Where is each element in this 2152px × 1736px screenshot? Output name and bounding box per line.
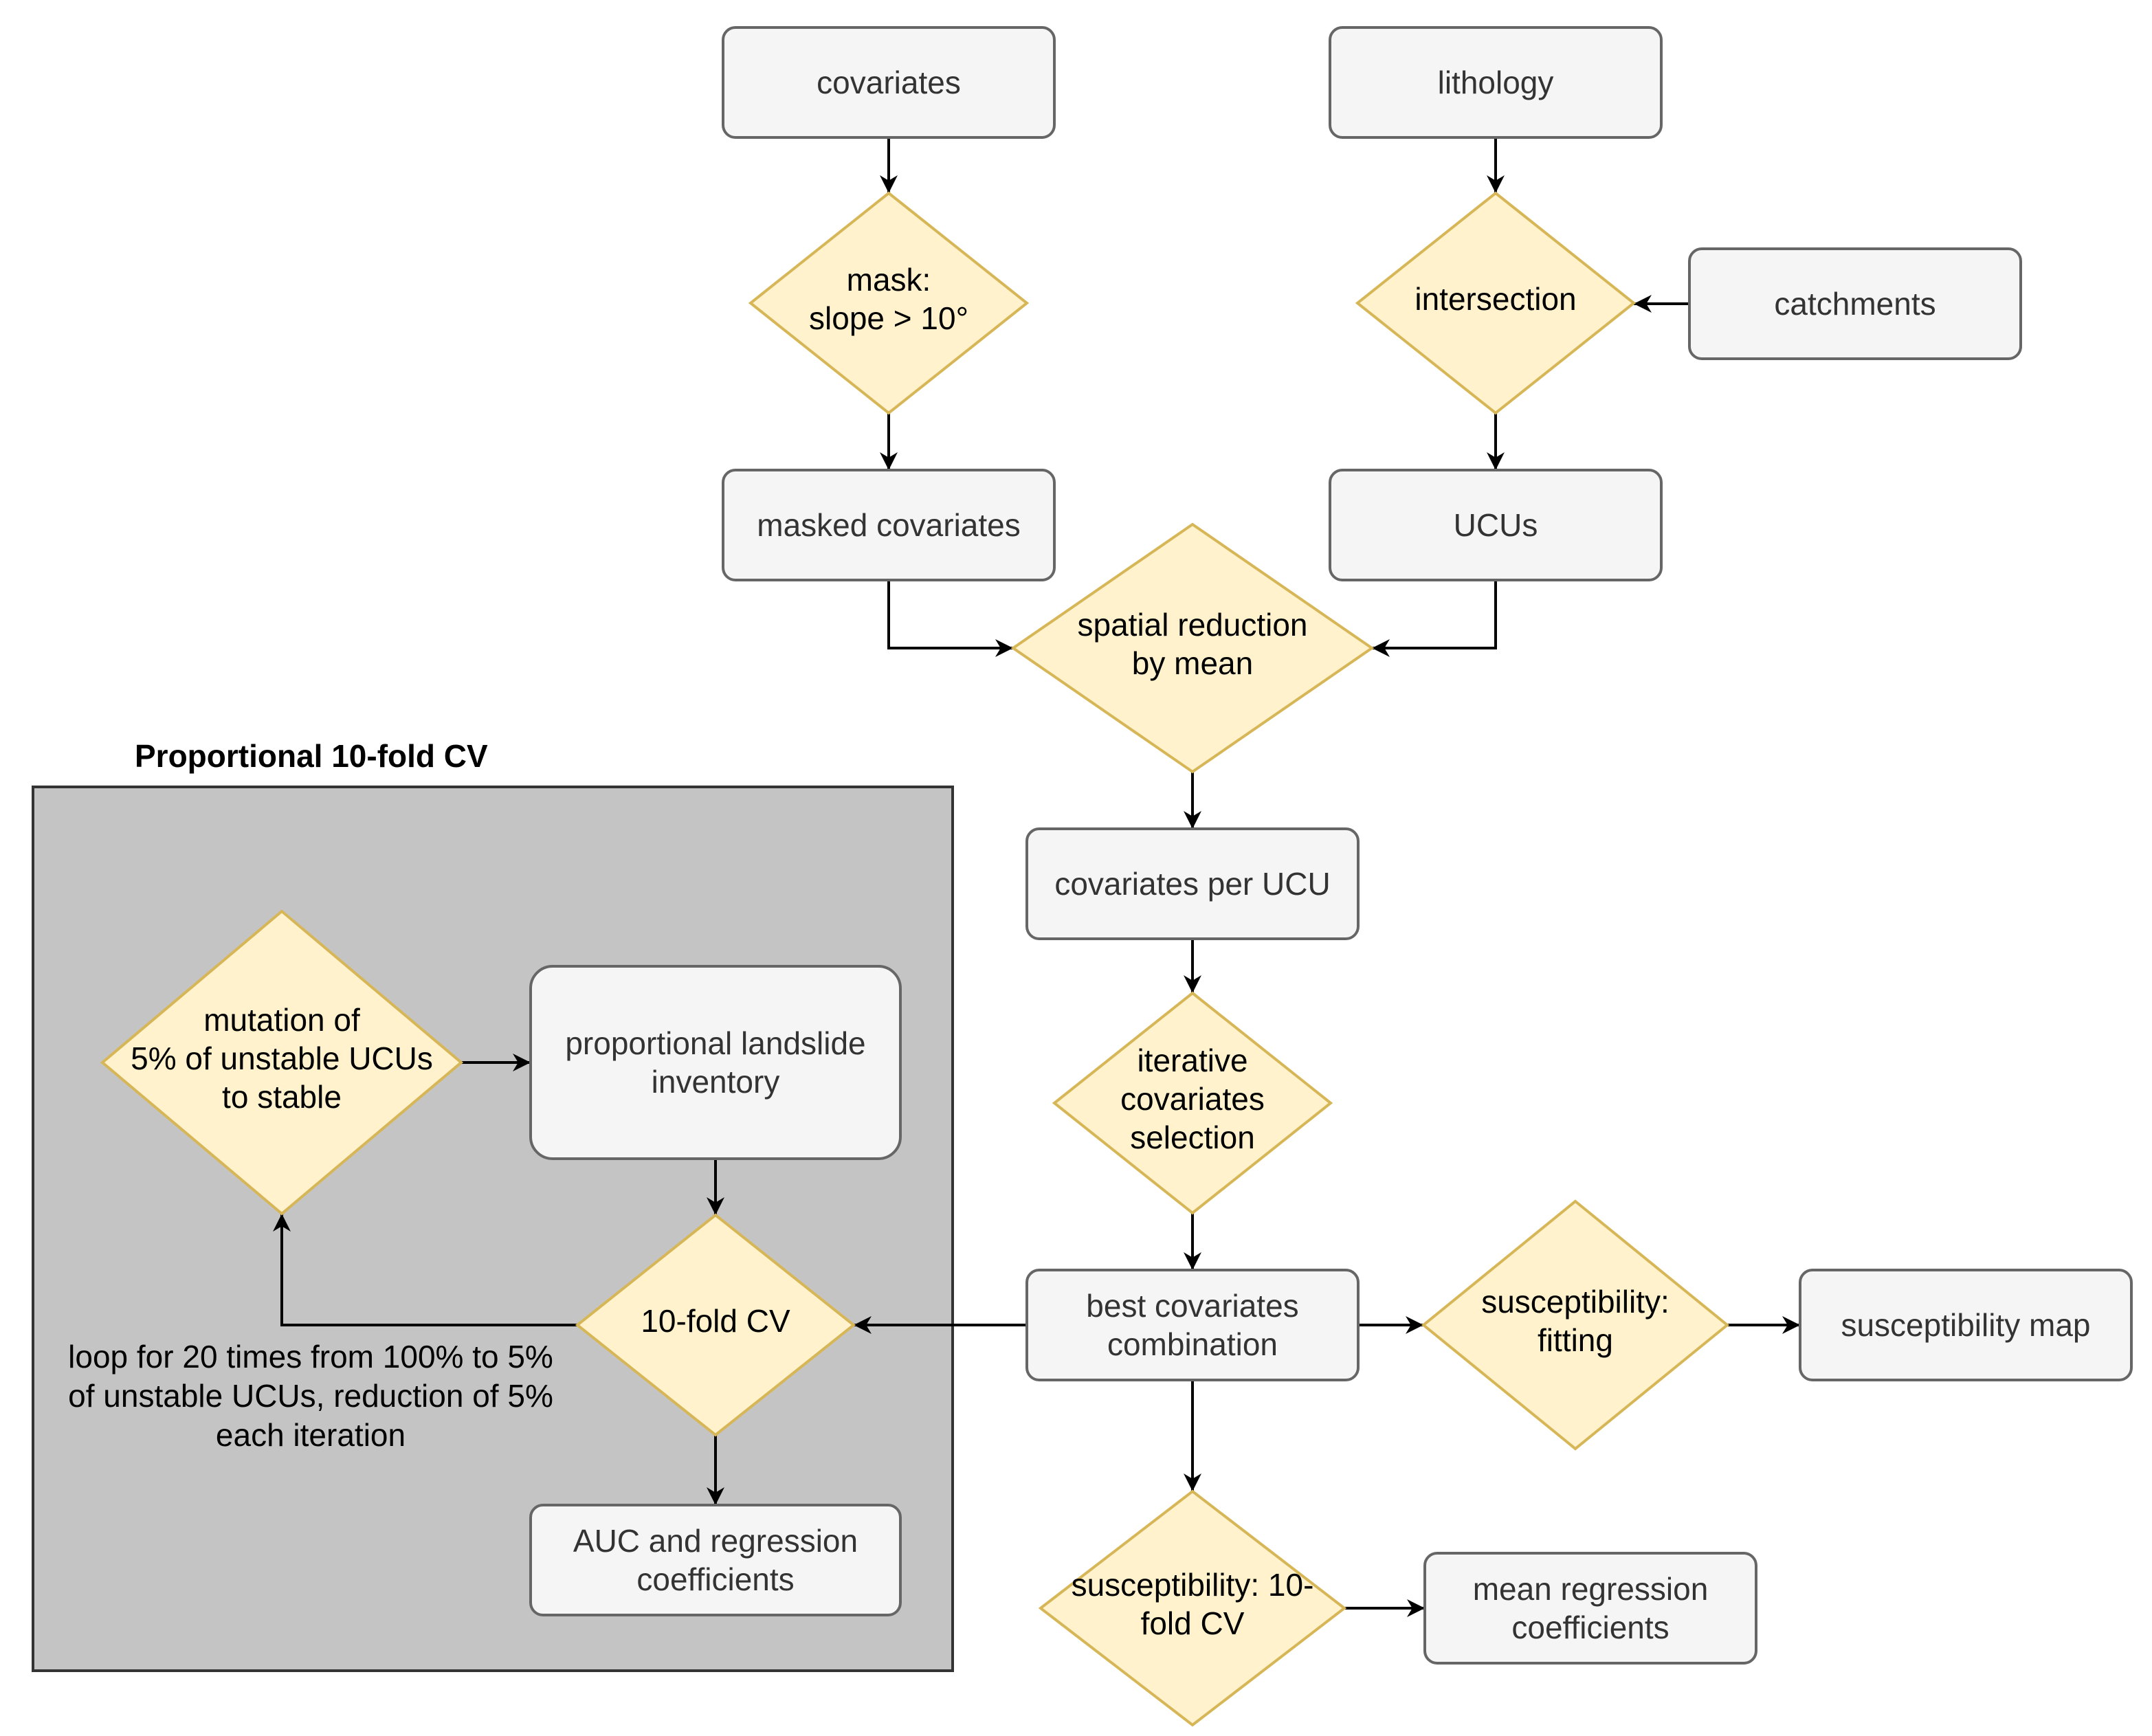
edge-covariates-to-mask-arrowhead: [880, 175, 898, 193]
proportional-inventory-box-shape: [529, 965, 902, 1160]
covariates-per-ucu-box: covariates per UCU: [1025, 827, 1360, 940]
covariates-box-label: covariates: [817, 65, 961, 100]
cv-group: Proportional 10-fold CV loop for 20 times…: [32, 738, 954, 1672]
edge-fitting-to-map-arrowhead: [1782, 1316, 1800, 1334]
susceptibility-map-box-shape: [1799, 1269, 2133, 1381]
connectors: [273, 137, 1800, 1617]
edge-catchments-to-intersection-arrowhead: [1634, 295, 1652, 313]
spatial-reduction-decision-shape: [1010, 522, 1375, 774]
edge-best-to-cv-arrowhead: [1184, 1473, 1201, 1491]
masked-covariates-box-label: masked covariates: [757, 507, 1021, 543]
susceptibility-cv-decision-label: susceptibility: 10-fold CV: [1072, 1567, 1314, 1641]
loop-note: loop for 20 times from 100% to 5%of unst…: [68, 1339, 553, 1453]
catchments-box-shape: [1688, 247, 2022, 360]
edge-tenfold-to-auc-arrowhead: [707, 1487, 724, 1505]
masked-covariates-box-shape: [722, 469, 1056, 581]
ucus-box: UCUs: [1329, 469, 1663, 581]
tenfold-cv-decision-shape: [575, 1213, 856, 1437]
mask-decision-shape: [748, 191, 1030, 415]
edge-masked-to-reduction-arrowhead: [995, 639, 1013, 657]
edge-per-ucu-to-selection-arrowhead: [1184, 975, 1201, 993]
edge-cv-to-mean-arrowhead: [1407, 1599, 1425, 1617]
nodes: covariates lithology catchments masked cova…: [100, 26, 2133, 1727]
edge-intersection-to-ucus-arrowhead: [1487, 452, 1505, 470]
edge-ucus-to-reduction-arrowhead: [1372, 639, 1390, 657]
edge-masked-to-reduction: [887, 580, 1013, 649]
susceptibility-cv-decision: susceptibility: 10-fold CV: [1038, 1489, 1347, 1727]
edge-tenfold-loop-to-mutation: [280, 1214, 577, 1326]
edge-best-to-fitting-arrowhead: [1406, 1316, 1423, 1334]
intersection-decision-shape: [1355, 191, 1637, 415]
lithology-box-label: lithology: [1438, 65, 1554, 100]
edge-mutation-to-inventory-arrowhead: [513, 1054, 531, 1071]
susceptibility-cv-decision-shape: [1038, 1489, 1347, 1727]
mask-decision: mask:slope > 10°: [748, 191, 1030, 415]
covariates-per-ucu-box-label: covariates per UCU: [1054, 866, 1330, 902]
susceptibility-map-box: susceptibility map: [1799, 1269, 2133, 1381]
edge-best-to-tenfold-arrowhead: [854, 1316, 872, 1334]
edge-inventory-to-tenfold-arrowhead: [707, 1197, 724, 1215]
cv-group-title: Proportional 10-fold CV: [135, 738, 488, 774]
catchments-box: catchments: [1688, 247, 2022, 360]
edge-ucus-to-reduction: [1372, 580, 1497, 649]
lithology-box-shape: [1329, 26, 1663, 139]
ucus-box-shape: [1329, 469, 1663, 581]
susceptibility-fitting-decision: susceptibility:fitting: [1421, 1199, 1730, 1451]
ucus-box-label: UCUs: [1454, 507, 1538, 543]
tenfold-cv-decision: 10-fold CV: [575, 1213, 856, 1437]
covariates-box-shape: [722, 26, 1056, 139]
catchments-box-label: catchments: [1774, 286, 1935, 322]
edge-selection-to-best-arrowhead: [1184, 1252, 1201, 1270]
edge-lithology-to-intersection-arrowhead: [1487, 175, 1505, 193]
intersection-decision-label: intersection: [1415, 281, 1576, 317]
covariates-box: covariates: [722, 26, 1056, 139]
tenfold-cv-decision-label: 10-fold CV: [641, 1303, 790, 1339]
susceptibility-fitting-decision-label: susceptibility:fitting: [1481, 1284, 1670, 1358]
edge-mask-to-masked-arrowhead: [880, 452, 898, 470]
auc-coefficients-box-shape: [529, 1504, 902, 1616]
lithology-box: lithology: [1329, 26, 1663, 139]
mutation-decision-shape: [100, 909, 464, 1216]
edge-tenfold-loop-to-mutation-arrowhead: [273, 1214, 291, 1232]
edge-reduction-to-per-ucu-arrowhead: [1184, 811, 1201, 829]
susceptibility-fitting-decision-shape: [1421, 1199, 1730, 1451]
intersection-decision: intersection: [1355, 191, 1637, 415]
susceptibility-map-box-label: susceptibility map: [1841, 1307, 2090, 1343]
best-combination-box-shape: [1025, 1269, 1360, 1381]
masked-covariates-box: masked covariates: [722, 469, 1056, 581]
mean-coefficients-box-shape: [1423, 1552, 1757, 1665]
mask-decision-label: mask:slope > 10°: [809, 262, 968, 336]
iterative-selection-decision-shape: [1052, 991, 1333, 1215]
covariates-per-ucu-box-shape: [1025, 827, 1360, 940]
